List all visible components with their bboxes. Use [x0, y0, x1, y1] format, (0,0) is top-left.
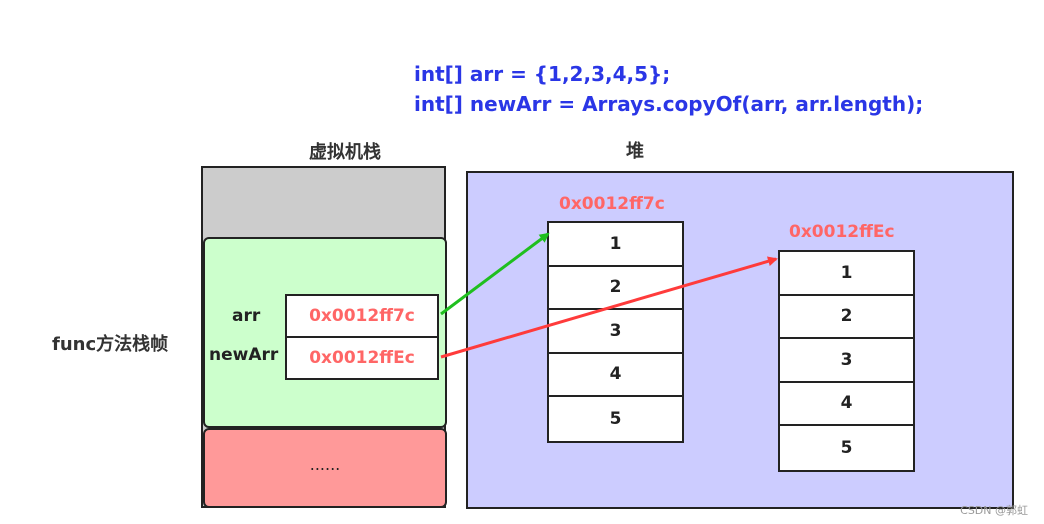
array-cell: 1	[549, 223, 682, 267]
var-name-arr: arr	[232, 306, 261, 326]
var-name-newarr: newArr	[209, 345, 279, 365]
array-cell: 4	[780, 383, 913, 426]
var-value-newarr: 0x0012ffEc	[285, 336, 439, 380]
array-cell: 4	[549, 354, 682, 397]
array-cell: 1	[780, 252, 913, 296]
array-cell: 5	[609, 408, 622, 429]
heap-address-2: 0x0012ffEc	[789, 222, 895, 242]
array-cell: 3	[780, 339, 913, 383]
array-cell: 2	[780, 296, 913, 339]
array-cell: 5	[840, 437, 853, 458]
frame-label: func方法栈帧	[52, 334, 169, 355]
code-line-2: int[] newArr = Arrays.copyOf(arr, arr.le…	[414, 92, 924, 116]
array-cell: 3	[549, 310, 682, 354]
arrow-newarr-to-heap2	[440, 256, 778, 359]
watermark: CSDN @郭虹	[960, 504, 1028, 517]
var-value-arr: 0x0012ff7c	[285, 294, 439, 338]
other-stack-frame	[203, 428, 447, 508]
array-cell: 2	[549, 267, 682, 310]
heap-title: 堆	[626, 141, 644, 162]
heap-array-2: 1 2 3 4 5	[778, 250, 915, 472]
code-line-1: int[] arr = {1,2,3,4,5};	[414, 62, 671, 86]
heap-address-1: 0x0012ff7c	[559, 194, 665, 214]
more-frames-ellipsis: ......	[309, 455, 341, 474]
stack-title: 虚拟机栈	[309, 142, 381, 163]
heap-array-1: 1 2 3 4 5	[547, 221, 684, 443]
arrow-arr-to-heap1	[440, 232, 550, 316]
